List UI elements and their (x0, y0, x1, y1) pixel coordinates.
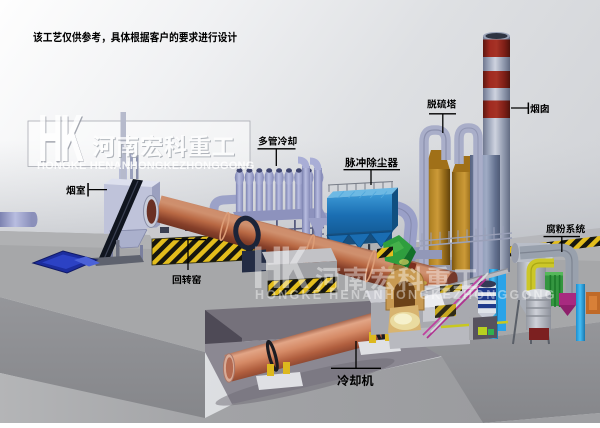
svg-text:HONGKE HENANHONGKEZHONGGONG: HONGKE HENANHONGKEZHONGGONG (255, 288, 557, 302)
svg-text:HONGKE HENANHONGKEZHONGGONG: HONGKE HENANHONGKEZHONGGONG (37, 160, 254, 172)
